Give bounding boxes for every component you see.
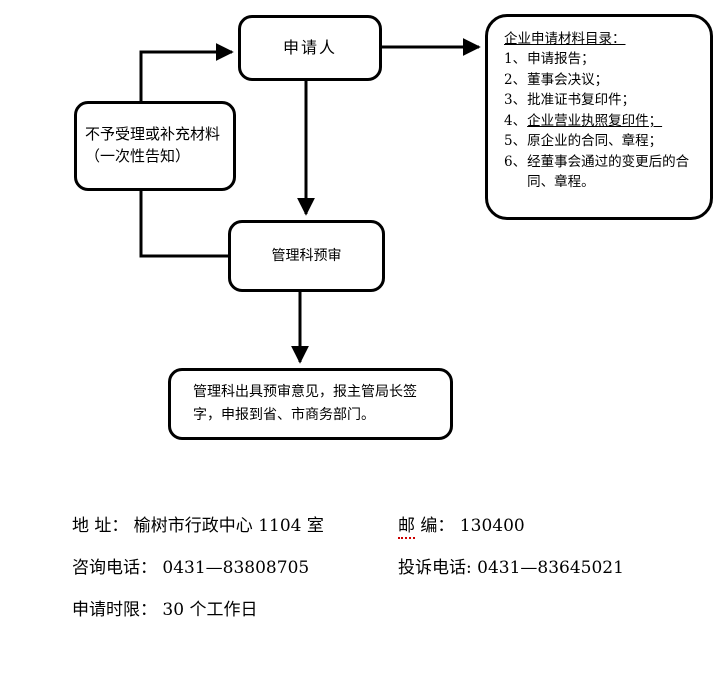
materials-checklist-list: 1、申请报告；2、董事会决议；3、批准证书复印件；4、企业营业执照复印件；5、原… <box>504 49 700 193</box>
materials-item-number: 5、 <box>504 133 527 150</box>
footer-left-entry: 咨询电话： 0431—83808705 <box>72 547 309 589</box>
edge-prereview-to-reject <box>139 191 228 258</box>
materials-checklist-item: 5、原企业的合同、章程； <box>504 131 700 152</box>
footer-right-entry: 投诉电话: 0431—83645021 <box>398 547 624 589</box>
footer-left-label: 申请时限： <box>72 600 157 620</box>
spellcheck-underline: 邮 <box>398 516 415 539</box>
materials-checklist-item: 1、申请报告； <box>504 49 700 70</box>
footer-row: 地 址： 榆树市行政中心 1104 室 邮 编： 130400 <box>0 505 728 547</box>
footer-right-value: 0431—83645021 <box>471 558 624 578</box>
materials-item-text: 董事会决议； <box>527 71 609 88</box>
footer-left-value: 0431—83808705 <box>157 558 310 578</box>
materials-item-text: 申请报告； <box>527 51 595 68</box>
footer-row: 咨询电话： 0431—83808705 投诉电话: 0431—83645021 <box>0 547 728 589</box>
materials-item-number: 1、 <box>504 51 527 68</box>
materials-item-number: 2、 <box>504 71 527 88</box>
materials-checklist-item: 2、董事会决议； <box>504 70 700 91</box>
edge-reject-to-applicant <box>139 43 234 101</box>
footer-left-value: 榆树市行政中心 1104 室 <box>128 516 324 536</box>
node-opinion-label: 管理科出具预审意见，报主管局长签字，申报到省、市商务部门。 <box>193 383 417 423</box>
footer-right-label: 投诉电话: <box>398 558 472 578</box>
node-applicant[interactable]: 申请人 <box>238 15 382 81</box>
footer-left-label: 咨询电话： <box>72 558 157 578</box>
materials-item-text: 批准证书复印件； <box>527 92 636 109</box>
node-reject-or-supplement[interactable]: 不予受理或补充材料（一次性告知） <box>74 101 236 191</box>
footer-row: 申请时限： 30 个工作日 <box>0 589 728 631</box>
node-applicant-label: 申请人 <box>282 38 337 58</box>
footer-right-label: 邮 编： <box>398 516 454 539</box>
footer-left-label: 地 址： <box>72 516 129 536</box>
node-materials-checklist[interactable]: 企业申请材料目录： 1、申请报告；2、董事会决议；3、批准证书复印件；4、企业营… <box>485 14 713 220</box>
materials-item-number: 3、 <box>504 92 527 109</box>
materials-checklist-item: 4、企业营业执照复印件； <box>504 111 700 132</box>
node-reject-label: 不予受理或补充材料（一次性告知） <box>85 125 221 165</box>
footer-right-entry: 邮 编： 130400 <box>398 505 525 547</box>
materials-item-text: 原企业的合同、章程； <box>527 133 663 150</box>
node-prereview-label: 管理科预审 <box>271 247 342 264</box>
footer-left-value: 30 个工作日 <box>157 600 258 620</box>
node-management-prereview[interactable]: 管理科预审 <box>228 220 385 292</box>
footer-left-entry: 地 址： 榆树市行政中心 1104 室 <box>72 505 324 547</box>
materials-item-number: 6、 <box>504 153 527 170</box>
materials-checklist-item: 6、经董事会通过的变更后的合同、章程。 <box>504 152 700 193</box>
footer-right-value: 130400 <box>454 516 525 536</box>
materials-item-text: 企业营业执照复印件； <box>527 112 663 129</box>
materials-item-number: 4、 <box>504 112 527 129</box>
footer-left-entry: 申请时限： 30 个工作日 <box>72 589 257 631</box>
materials-checklist-item: 3、批准证书复印件； <box>504 90 700 111</box>
materials-checklist-title: 企业申请材料目录： <box>504 31 626 47</box>
node-prereview-opinion[interactable]: 管理科出具预审意见，报主管局长签字，申报到省、市商务部门。 <box>168 368 453 440</box>
materials-item-text: 经董事会通过的变更后的合同、章程。 <box>527 153 690 191</box>
